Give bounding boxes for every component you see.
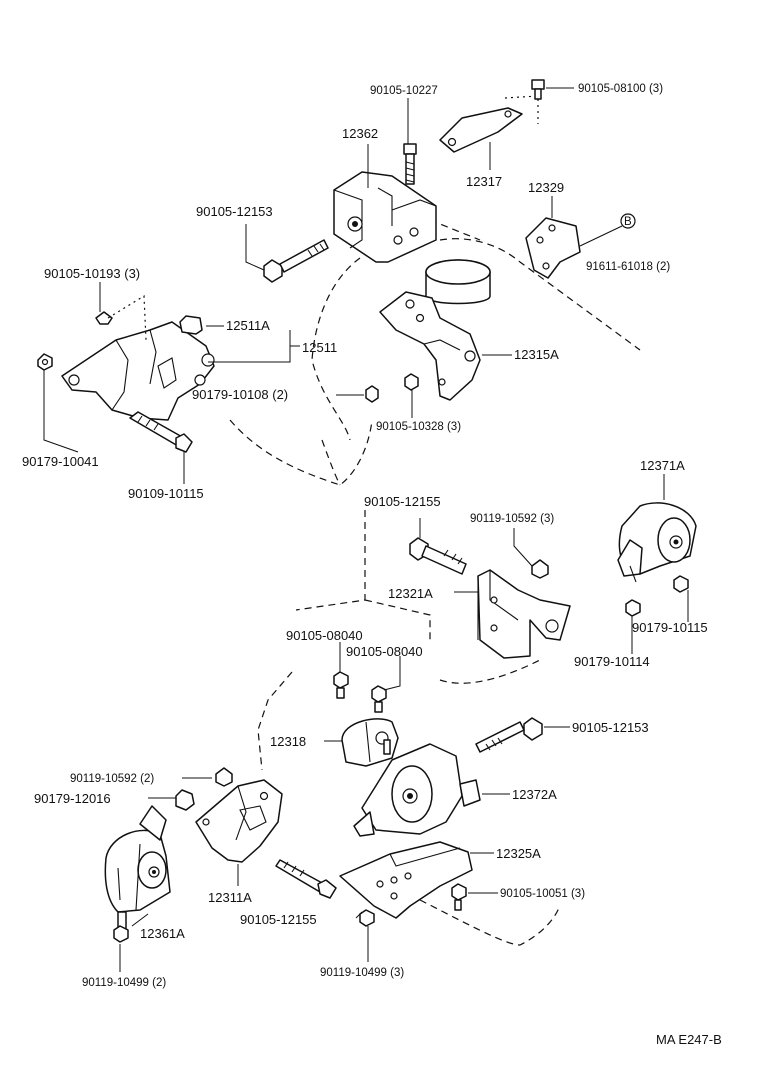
- engine-mount-12361A: [104, 805, 171, 931]
- nut-90179-10114: [625, 599, 641, 617]
- callout-12311A: 12311A: [208, 890, 252, 905]
- callout-90105-10051: 90105-10051 (3): [500, 888, 585, 900]
- callout-marker-b: B: [624, 216, 632, 228]
- callout-90105-12155-low: 90105-12155: [240, 912, 317, 927]
- bolt-90105-12155-lower: [275, 859, 337, 899]
- callout-90119-10592-low: 90119-10592 (2): [70, 773, 154, 785]
- bolt-90119-10592-upper: [531, 559, 549, 579]
- callout-12321A: 12321A: [388, 586, 433, 601]
- washer-90179-12016: [175, 789, 195, 811]
- bolt-90119-10592-lower: [215, 767, 233, 787]
- callout-90119-10499-l: 90119-10499 (2): [82, 977, 166, 989]
- callout-12372A: 12372A: [512, 787, 557, 802]
- callout-90179-10115: 90179-10115: [632, 620, 708, 635]
- callout-12362: 12362: [342, 126, 378, 141]
- bracket-12329: [525, 217, 581, 279]
- callout-12511A: 12511A: [226, 318, 270, 333]
- bolt-90105-08040-a: [333, 671, 349, 699]
- bolt-90119-10499-lower-left: [113, 925, 129, 943]
- callout-90105-12153-low: 90105-12153: [572, 720, 649, 735]
- bolt-90109-10115: [129, 411, 193, 453]
- transaxle-phantom-outline: [257, 510, 561, 946]
- bolt-marker-b: [620, 213, 636, 229]
- callout-90105-08040-a: 90105-08040: [286, 628, 363, 643]
- engine-mount-12362: [333, 171, 437, 263]
- bracket-12317: [439, 95, 539, 153]
- bolt-90105-08100: [531, 79, 545, 100]
- bracket-12325A: [339, 841, 473, 919]
- callout-labels: 90105-10227 90105-08100 (3) 12362 12317 …: [22, 83, 708, 989]
- engine-mount-12371A: [617, 502, 697, 583]
- callout-12315A: 12315A: [514, 347, 559, 362]
- engine-mount-12372A: [353, 739, 481, 837]
- callout-90105-10328: 90105-10328 (3): [376, 421, 461, 433]
- callout-91611-61018: 91611-61018 (2): [586, 261, 670, 273]
- callout-90179-10041: 90179-10041: [22, 454, 99, 469]
- callout-12361A: 12361A: [140, 926, 185, 941]
- bushing-12511A: [179, 315, 203, 335]
- bolt-90105-12153-upper: [263, 239, 329, 283]
- bolt-90105-10328: [404, 373, 419, 391]
- engine-cylinder: [425, 259, 491, 305]
- bolt-90105-10193: [95, 294, 147, 341]
- callout-90105-12155-mid: 90105-12155: [364, 494, 441, 509]
- callout-90179-12016: 90179-12016: [34, 791, 111, 806]
- callout-12318: 12318: [270, 734, 306, 749]
- bolt-90105-12155-upper: [409, 537, 467, 575]
- callout-90179-10108: 90179-10108 (2): [192, 387, 288, 402]
- callout-90105-08100: 90105-08100 (3): [578, 83, 663, 95]
- bolt-90105-10051: [451, 883, 467, 911]
- callout-90119-10499-r: 90119-10499 (3): [320, 967, 404, 979]
- engine-bracket-12511: [61, 321, 215, 421]
- leader-lines: [43, 87, 689, 972]
- bolt-90105-10227: [403, 143, 417, 185]
- bolt-90105-08040-b: [371, 685, 387, 713]
- callout-90119-10592-top: 90119-10592 (3): [470, 513, 554, 525]
- nut-90179-10115: [673, 575, 689, 593]
- nut-90179-10041: [37, 353, 53, 371]
- callout-12325A: 12325A: [496, 846, 541, 861]
- diagram-reference-code: MA E247-B: [656, 1032, 722, 1047]
- callout-90109-10115: 90109-10115: [128, 486, 204, 501]
- callout-90105-12153-top: 90105-12153: [196, 204, 273, 219]
- callout-90105-10227: 90105-10227: [370, 85, 438, 97]
- bracket-12321A: [477, 569, 571, 659]
- callout-90105-08040-b: 90105-08040: [346, 644, 423, 659]
- callout-12371A: 12371A: [640, 458, 685, 473]
- callout-90179-10114: 90179-10114: [574, 654, 650, 669]
- callout-12329: 12329: [528, 180, 564, 195]
- bracket-12315A: [379, 291, 481, 401]
- bracket-12311A: [195, 779, 283, 863]
- bolt-90105-12153-lower: [475, 717, 543, 753]
- callout-90105-10193: 90105-10193 (3): [44, 266, 140, 281]
- callout-12317: 12317: [466, 174, 502, 189]
- callout-12511: 12511: [302, 340, 337, 355]
- nut-90179-10108: [365, 385, 379, 403]
- bolt-90119-10499-lower-right: [359, 909, 375, 927]
